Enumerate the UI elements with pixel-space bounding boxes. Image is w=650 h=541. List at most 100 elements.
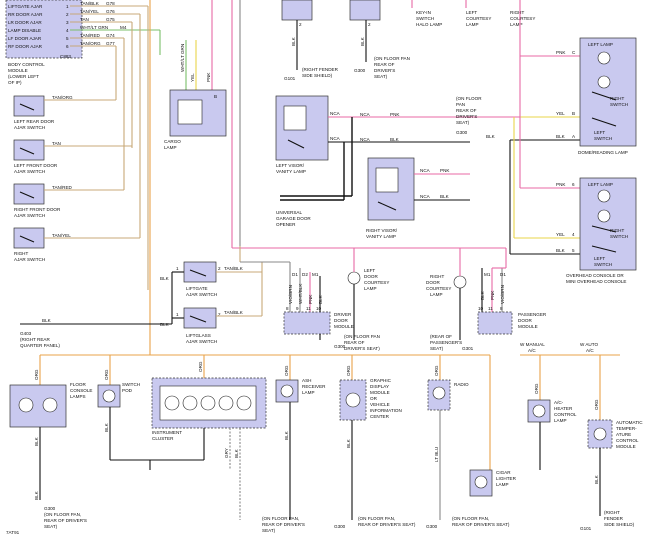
dome-wire: BLK	[556, 134, 566, 139]
floor-note-label: DRIVER'S	[456, 114, 477, 119]
passenger-pin: 8	[500, 306, 503, 311]
garage-label: UNIVERSAL	[276, 210, 302, 215]
wire-color: BLK	[34, 490, 39, 500]
ac-label: A/C	[528, 348, 536, 353]
g300-bottom: (ON FLOOR PAN,	[452, 516, 489, 521]
courtesy-label: LAMP	[430, 292, 443, 297]
left-visor-lamp: NCA NCA NCA PNK NCA BLK LEFT VISOR/ VANI…	[275, 95, 420, 174]
floor-note-label: PAN	[456, 102, 465, 107]
driver-label: MODULE	[334, 324, 354, 329]
g300-label: REAR OF	[344, 340, 365, 345]
bcm-pin-name: LAMP DISABLE	[8, 28, 41, 33]
graphic-label: OR	[370, 396, 378, 401]
ground-wire: BLK	[360, 36, 365, 46]
dome-pin: C	[572, 50, 576, 55]
ash-label: LAMP	[302, 390, 315, 395]
ash-receiver-lamp: ORG ASH RECEIVER LAMP BLK (ON FLOOR PAN,…	[262, 365, 326, 533]
g300-bottom: (ON FLOOR PAN,	[358, 516, 395, 521]
driver-conn: M1	[312, 272, 319, 277]
ash-label: RECEIVER	[302, 384, 326, 389]
floor-console-label: LAMPS	[70, 394, 86, 399]
courtesy-label: DOOR	[426, 280, 440, 285]
switch-wire: TAN/BLK	[224, 310, 244, 315]
g101-bottom: SIDE SHIELD)	[604, 522, 635, 527]
courtesy-label: COURTESY	[426, 286, 451, 291]
bcm-pin-num: 1	[66, 4, 69, 9]
ground-pin: 2	[368, 22, 371, 27]
g300-bottom: REAR OF DRIVER'S	[44, 518, 87, 523]
floor-note-label: (ON FLOOR	[456, 96, 482, 101]
overhead-wire: PNK	[556, 182, 566, 187]
garage-door-opener: UNIVERSAL GARAGE DOOR OPENER	[276, 117, 353, 227]
dome-reading-lamp: LEFT LAMP RIGHT SWITCH LEFT SWITCH PNK C…	[556, 37, 637, 155]
door-switch-label: AJAR SWITCH	[14, 169, 45, 174]
visor-nca: NCA	[330, 136, 341, 141]
g300-label: DRIVER'S SEAT)	[344, 346, 380, 351]
cigar-label: CIGAR	[496, 470, 511, 475]
auto-temp-label: AUTOMATIC	[616, 420, 643, 425]
auto-temp-label: TEMPER-	[616, 426, 637, 431]
bcm-label: MODULE	[8, 68, 28, 73]
bcm-circuit: G74	[106, 33, 115, 38]
top-lamp-label: LAMP	[510, 22, 523, 27]
driver-conn: D1	[292, 272, 298, 277]
bcm-pin-num: 4	[66, 28, 69, 33]
visor-wire: PNK	[440, 168, 450, 173]
g300-bottom: REAR OF DRIVER'S SEAT)	[452, 522, 510, 527]
ground-g403: BLK G403 (RIGHT REAR QUARTER PANEL)	[20, 272, 173, 348]
visor-nca: NCA	[420, 168, 431, 173]
overhead-text: LEFT LAMP	[588, 182, 613, 187]
floor-note-label: REAR OF	[456, 108, 477, 113]
door-switch-label: LEFT REAR DOOR	[14, 119, 55, 124]
dome-text: LEFT LAMP	[588, 42, 613, 47]
door-switch-wire: TAN/RED	[52, 185, 73, 190]
top-ground-left: BLK 2 G101 (RIGHT FENDER SIDE SHIELD)	[281, 0, 339, 81]
wire-color: ORG	[104, 369, 109, 380]
cigar-lighter-lamp: CIGAR LIGHTER LAMP	[469, 469, 517, 497]
bcm-pin-name: LIFTGATE AJAR	[8, 4, 43, 9]
floor-note-id: G300	[456, 130, 468, 135]
driver-wire: VIO/BRN	[288, 285, 293, 304]
g300-bottom: REAR OF DRIVER'S SEAT)	[358, 522, 416, 527]
overhead-pin: 5	[572, 248, 575, 253]
top-lamp-label: COURTESY	[510, 16, 535, 21]
wire-color: BLK	[234, 448, 239, 458]
passenger-pin: 11	[488, 306, 493, 311]
visor-label: VANITY LAMP	[276, 169, 306, 174]
bcm-wire-color: TAN/YEL	[80, 9, 99, 14]
visor-nca: NCA	[360, 112, 371, 117]
switch-label: AJAR SWITCH	[186, 339, 217, 344]
driver-door-module: VIO/BRN WHT/BLK PNK BLK 8 9 11 10 D1 D2 …	[240, 261, 354, 340]
wire-color: LT BLU	[434, 447, 439, 462]
ground-label: (RIGHT FENDER	[302, 67, 339, 72]
ground-label: SEAT)	[374, 74, 388, 79]
heater-label: HEATER	[554, 406, 573, 411]
overhead-label: OVERHEAD CONSOLE OR	[566, 273, 624, 278]
cigar-label: LAMP	[496, 482, 509, 487]
switch-label: LIFTGATE	[186, 286, 208, 291]
switch-pin: 2	[218, 312, 221, 317]
g300-bottom: (ON FLOOR PAN,	[44, 512, 81, 517]
switch-wire: TAN/BLK	[224, 266, 244, 271]
visor-label: RIGHT VISOR/	[366, 228, 398, 233]
cluster-label: CLUSTER	[152, 436, 174, 441]
wire-color: ORG	[284, 365, 289, 376]
ground-label: SIDE SHIELD)	[302, 73, 333, 78]
overhead-wire: BLK	[556, 248, 566, 253]
dome-pin: B	[572, 111, 575, 116]
passenger-door-module: BLK PNK VIO/BRN 10 11 8 M1 D1 PASSENGER …	[477, 267, 547, 335]
bcm-pin-num: 3	[66, 20, 69, 25]
bcm-circuit: G76	[106, 9, 115, 14]
driver-pin: 11	[306, 306, 311, 311]
door-switch-lr: TAN/ORG LEFT REAR DOOR AJAR SWITCH	[13, 95, 116, 130]
switch-label: LIFTGLASS	[186, 333, 211, 338]
g300-bottom: G300	[426, 524, 438, 529]
wire-color: BLK	[346, 438, 351, 448]
g301-id: G301	[462, 346, 474, 351]
ground-pin: 2	[299, 22, 302, 27]
g300-bottom: SEAT)	[262, 528, 276, 533]
bcm-pin-name: LR DOOR AJAR	[8, 20, 42, 25]
graphic-label: INFORMATION	[370, 408, 402, 413]
door-switch-wire: TAN/ORG	[52, 95, 73, 100]
switch-pin: 2	[218, 266, 221, 271]
